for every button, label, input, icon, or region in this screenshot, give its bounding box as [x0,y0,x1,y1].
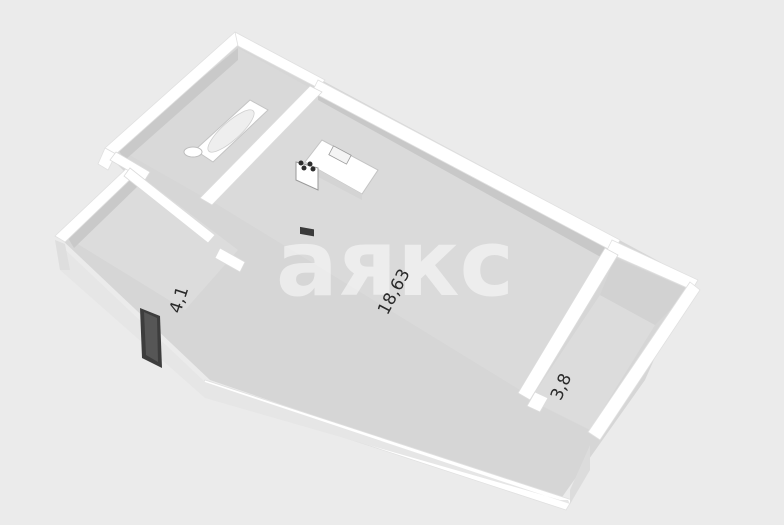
hall-room [68,172,238,310]
exterior-wall-faces [55,240,590,504]
stove [295,160,319,237]
entrance-door [140,308,162,368]
watermark-logo: аякс [276,210,514,317]
kitchen-sink [328,145,352,165]
washbasin [183,146,203,158]
interior-walls [109,85,619,413]
bathroom-room [117,48,310,198]
loggia-room [530,258,690,430]
kitchen-counter [304,139,379,200]
bathtub [194,99,269,163]
